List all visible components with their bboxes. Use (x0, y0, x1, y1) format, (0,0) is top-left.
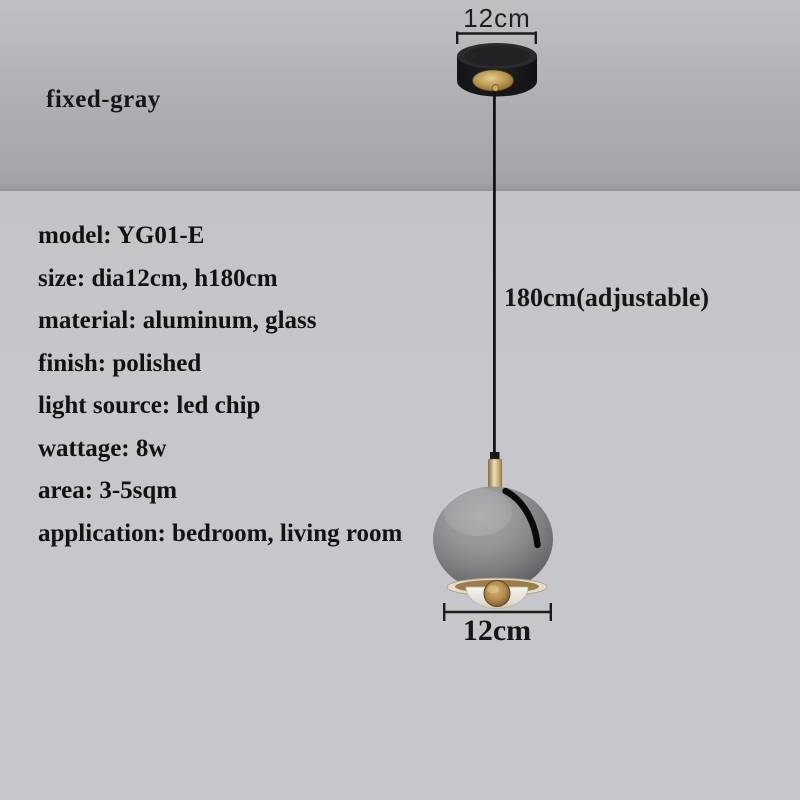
ceiling-canopy (457, 43, 537, 97)
spec-line-finish: finish: polished (38, 349, 202, 377)
led-lens (483, 580, 511, 607)
canopy-dimension-line (456, 31, 537, 44)
spec-line-application: application: bedroom, living room (38, 519, 403, 547)
shade-dimension-line (443, 603, 552, 621)
spec-line-area: area: 3-5sqm (38, 477, 178, 504)
spec-line-light-source: light source: led chip (38, 392, 261, 419)
shade-width-label: 12cm (462, 614, 532, 647)
spec-line-model: model: YG01-E (38, 222, 205, 249)
canopy-cord-nub (491, 84, 500, 92)
wall-floor-seam (0, 189, 800, 191)
lamp-sphere-shade (433, 486, 553, 592)
pendant-cord (493, 91, 496, 461)
lower-background (0, 191, 800, 800)
canopy-width-label: 12cm (463, 3, 531, 33)
shade-slot (502, 487, 541, 549)
spec-list: model: YG01-E size: dia12cm, h180cm mate… (38, 215, 402, 555)
drop-length-label: 180cm(adjustable) (504, 283, 710, 312)
variant-label: fixed-gray (46, 86, 161, 113)
shade-bottom-assembly (446, 577, 548, 609)
spec-line-wattage: wattage: 8w (38, 434, 167, 462)
spec-line-material: material: aluminum, glass (38, 307, 317, 334)
cord-connector (488, 452, 502, 490)
wall-background (0, 0, 800, 189)
spec-line-size: size: dia12cm, h180cm (38, 264, 278, 292)
